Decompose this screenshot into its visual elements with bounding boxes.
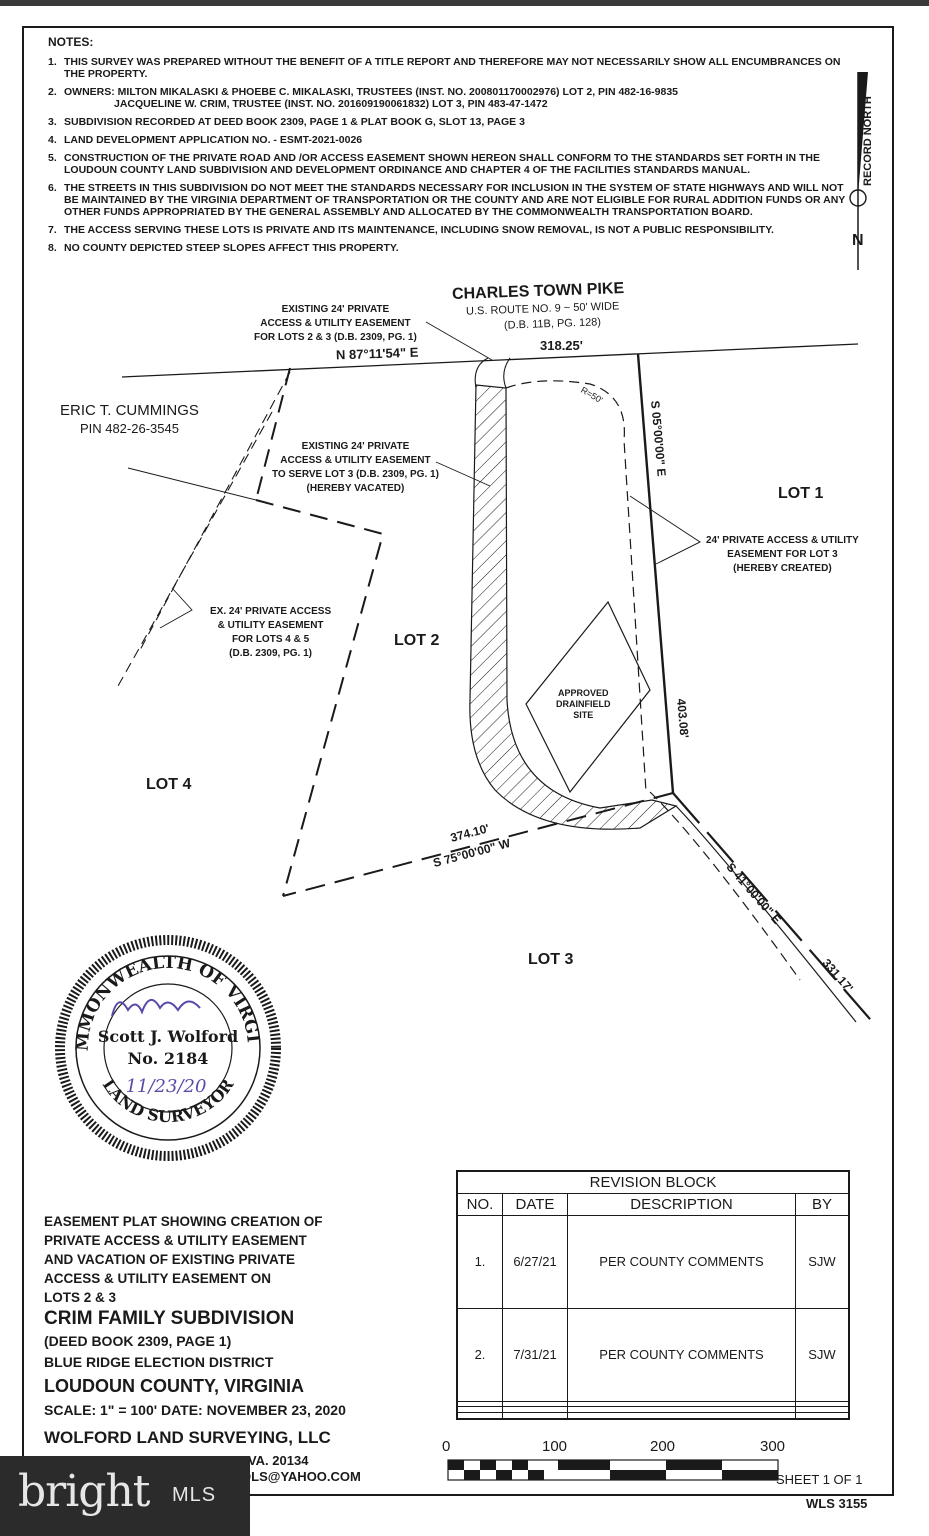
east-line	[636, 353, 675, 794]
note-1: 1.THIS SURVEY WAS PREPARED WITHOUT THE B…	[48, 56, 841, 80]
ex-easement-45-label: EX. 24' PRIVATE ACCESS & UTILITY EASEMEN…	[210, 606, 332, 659]
note-2: 2.OWNERS: MILTON MIKALASKI & PHOEBE C. M…	[48, 86, 679, 110]
county: LOUDOUN COUNTY, VIRGINIA	[44, 1376, 305, 1396]
signature-scribble	[111, 999, 201, 1017]
table-row	[457, 1412, 849, 1419]
notes-block: NOTES: 1.THIS SURVEY WAS PREPARED WITHOU…	[48, 36, 848, 260]
scale-tick-300: 300	[760, 1438, 786, 1455]
watermark-suffix: MLS	[172, 1484, 217, 1506]
north-line-distance: 318.25'	[540, 338, 583, 353]
north-arrow	[849, 72, 868, 270]
title-block: EASEMENT PLAT SHOWING CREATION OF PRIVAT…	[44, 1212, 444, 1485]
rev-header-date: DATE	[502, 1193, 568, 1216]
scale-bar	[447, 1459, 779, 1481]
drainfield-polygon	[525, 600, 651, 794]
revision-block: REVISION BLOCK NO. DATE DESCRIPTION BY 1…	[456, 1170, 850, 1420]
ex-easement-45-right	[139, 371, 291, 651]
title-line-2: PRIVATE ACCESS & UTILITY EASEMENT	[44, 1233, 307, 1248]
scale-tick-100: 100	[542, 1438, 568, 1455]
north-line-bearing: N 87°11'54" E	[335, 344, 419, 363]
note-3: 3.SUBDIVISION RECORDED AT DEED BOOK 2309…	[48, 116, 525, 128]
rev-header-description: DESCRIPTION	[567, 1193, 796, 1216]
title-line-5: LOTS 2 & 3	[44, 1290, 117, 1305]
title-line-3: AND VACATION OF EXISTING PRIVATE	[44, 1252, 296, 1267]
record-north-label: RECORD NORTH	[862, 96, 874, 186]
title-line-1: EASEMENT PLAT SHOWING CREATION OF	[44, 1214, 323, 1229]
rev-header-no: NO.	[457, 1193, 503, 1216]
existing-easement-1-label: EXISTING 24' PRIVATE ACCESS & UTILITY EA…	[254, 304, 417, 343]
new-easement-label: 24' PRIVATE ACCESS & UTILITY EASEMENT FO…	[706, 535, 859, 574]
seal-name: Scott J. Wolford	[98, 1027, 238, 1046]
title-line-4: ACCESS & UTILITY EASEMENT ON	[44, 1271, 272, 1286]
seal-date: 11/23/20	[126, 1076, 207, 1097]
note-6: 6.THE STREETS IN THIS SUBDIVISION DO NOT…	[48, 182, 846, 218]
note-4: 4.LAND DEVELOPMENT APPLICATION NO. - ESM…	[48, 134, 363, 146]
lot-4-label: LOT 4	[146, 776, 192, 793]
table-row: 2. 7/31/21 PER COUNTY COMMENTS SJW	[457, 1307, 849, 1402]
neighbor-label: ERIC T. CUMMINGS PIN 482-26-3545	[60, 402, 199, 436]
road-row-line	[121, 343, 859, 378]
lot-3-label: LOT 3	[528, 951, 574, 968]
lot-2-label: LOT 2	[394, 632, 440, 649]
lot2-west-boundary	[255, 367, 291, 501]
revision-title: REVISION BLOCK	[457, 1171, 849, 1194]
created-easement	[505, 380, 647, 793]
top-border	[0, 0, 929, 6]
district: BLUE RIDGE ELECTION DISTRICT	[44, 1354, 274, 1370]
bright-mls-watermark: bright MLS	[0, 1456, 250, 1536]
sheet-border	[22, 26, 894, 1496]
rev-header-by: BY	[795, 1193, 849, 1216]
existing-easement-2-label: EXISTING 24' PRIVATE ACCESS & UTILITY EA…	[272, 441, 439, 494]
job-number: WLS 3155	[806, 1496, 868, 1511]
notes-title: NOTES:	[48, 35, 94, 49]
lot-1-label: LOT 1	[778, 485, 824, 502]
scale-tick-200: 200	[650, 1438, 676, 1455]
scale-date: SCALE: 1" = 100' DATE: NOVEMBER 23, 2020	[44, 1402, 346, 1418]
deed-ref: (DEED BOOK 2309, PAGE 1)	[44, 1333, 232, 1349]
vacated-easement-hatch	[469, 384, 678, 830]
note-5: 5.CONSTRUCTION OF THE PRIVATE ROAD AND /…	[48, 152, 821, 176]
subdivision-name: CRIM FAMILY SUBDIVISION	[44, 1308, 295, 1329]
neighbor-line	[127, 467, 257, 501]
lot4-boundary	[255, 499, 385, 897]
note-8: 8.NO COUNTY DEPICTED STEEP SLOPES AFFECT…	[48, 242, 399, 254]
scale-tick-0: 0	[442, 1438, 451, 1455]
ex-easement-45-left	[117, 411, 273, 687]
north-letter: N	[852, 232, 864, 249]
drainfield-label: APPROVED DRAINFIELD SITE	[556, 688, 611, 720]
watermark-brand: bright	[18, 1466, 150, 1517]
note-7: 7.THE ACCESS SERVING THESE LOTS IS PRIVA…	[48, 224, 774, 236]
table-row: 1. 6/27/21 PER COUNTY COMMENTS SJW	[457, 1215, 849, 1309]
company: WOLFORD LAND SURVEYING, LLC	[44, 1428, 331, 1447]
sheet-number: SHEET 1 OF 1	[776, 1472, 863, 1487]
seal-number: No. 2184	[128, 1049, 209, 1068]
